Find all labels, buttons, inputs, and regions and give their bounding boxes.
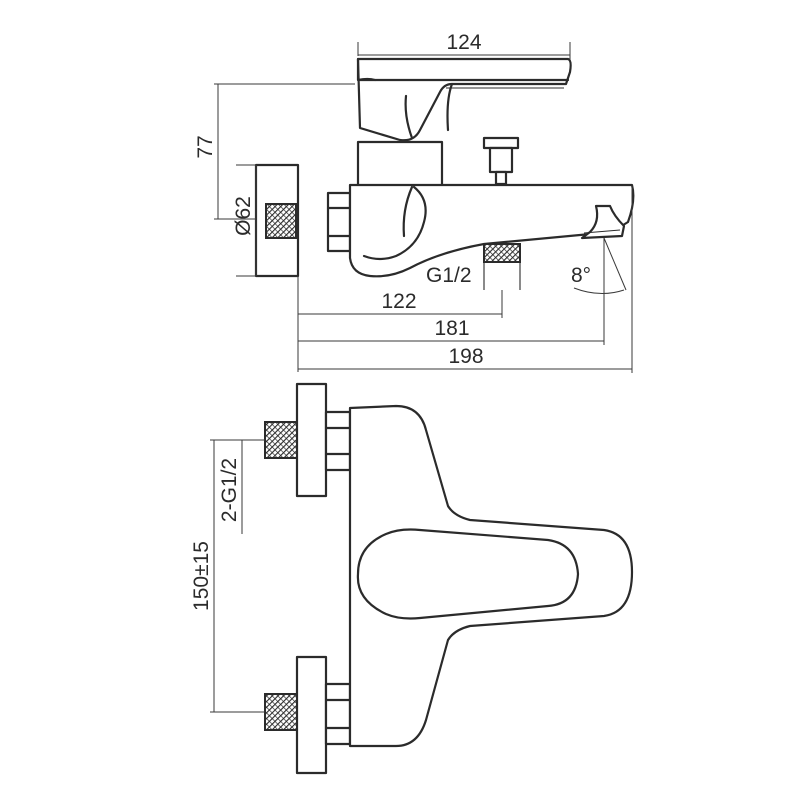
dim-124: 124: [357, 31, 571, 60]
top-upper-hex-nut: [324, 410, 352, 472]
side-lever-handle: [356, 57, 572, 142]
dim-122: 122: [297, 276, 503, 372]
top-lower-flange: [295, 655, 328, 775]
side-view: 124 77 Ø62 G1/2 8° 122: [194, 31, 635, 373]
dim-77: 77: [194, 83, 355, 220]
label-diameter: Ø62: [232, 196, 255, 236]
side-hex-nut: [326, 191, 352, 253]
label-122: 122: [381, 290, 416, 313]
label-77: 77: [194, 135, 217, 158]
side-aerator: [580, 204, 626, 240]
label-124: 124: [446, 31, 481, 54]
label-198: 198: [448, 345, 483, 368]
side-thread-g12: [483, 243, 521, 290]
dim-centers: 150±15: [190, 439, 265, 713]
label-angle: 8°: [571, 264, 591, 287]
label-inlet-thread: 2-G1/2: [218, 458, 241, 522]
top-upper-flange: [295, 382, 328, 498]
top-lower-hex-nut: [324, 682, 352, 746]
top-lower-inlet-thread: [264, 693, 298, 731]
top-upper-inlet-thread: [264, 421, 298, 459]
dim-inlet-thread: 2-G1/2: [218, 439, 265, 534]
label-181: 181: [434, 317, 469, 340]
label-centers: 150±15: [190, 541, 213, 611]
side-inlet-thread: [265, 203, 297, 239]
side-cartridge-cover: [356, 140, 444, 188]
top-view: 2-G1/2 150±15: [190, 382, 634, 775]
dim-diameter: Ø62: [232, 164, 257, 277]
top-body: [348, 404, 634, 748]
side-diverter-knob: [482, 136, 520, 186]
label-g12: G1/2: [426, 264, 472, 287]
dim-181: 181: [298, 296, 605, 345]
dim-198: 198: [298, 186, 633, 373]
top-lever-outline: [356, 528, 580, 620]
dim-angle: 8°: [571, 237, 627, 296]
